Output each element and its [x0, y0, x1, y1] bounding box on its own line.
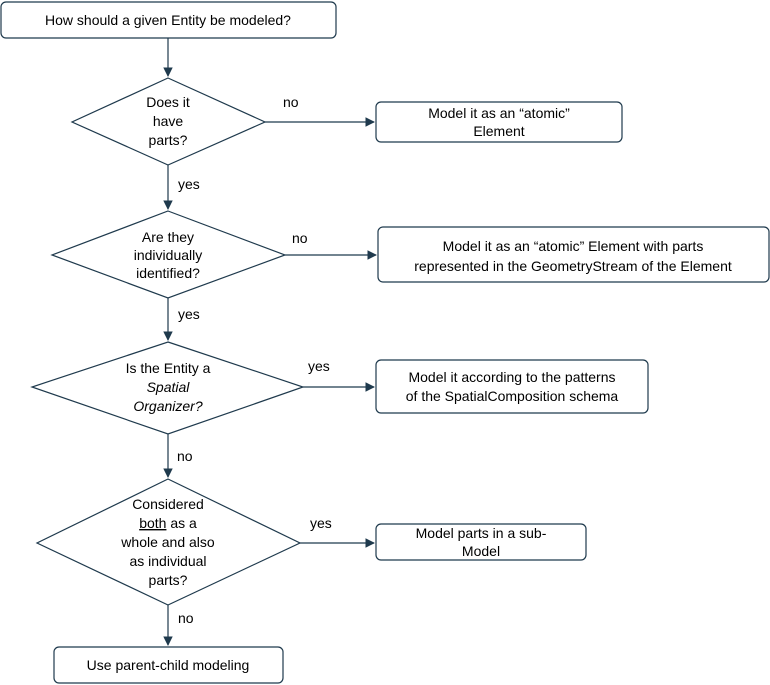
- outcome-sub-model: Model parts in a sub- Model: [375, 523, 587, 561]
- end-node: Use parent-child modeling: [53, 646, 284, 684]
- outcome-spatial-composition: Model it according to the patterns of th…: [375, 359, 649, 414]
- end-box: [53, 646, 284, 684]
- start-node: How should a given Entity be modeled?: [0, 1, 337, 39]
- edge-label-d1-no: no: [283, 94, 299, 110]
- edge-label-d2-yes: yes: [178, 306, 200, 322]
- decision-4-line-4: as individual: [129, 553, 206, 569]
- edge-label-d3-no: no: [177, 448, 193, 464]
- decision-3-line-1: Is the Entity a: [126, 360, 211, 376]
- outcome-3-line-1: Model it according to the patterns: [408, 369, 615, 385]
- end-label: Use parent-child modeling: [87, 657, 250, 673]
- decision-3-line-2: Spatial: [147, 379, 191, 395]
- decision-4-line-1: Considered: [132, 496, 204, 512]
- decision-1-line-3: parts?: [149, 132, 188, 148]
- outcome-box-4: [375, 523, 587, 561]
- decision-4-line-2: both as a: [139, 515, 197, 531]
- outcome-3-line-2: of the SpatialComposition schema: [406, 388, 619, 404]
- edge-label-d3-yes: yes: [308, 358, 330, 374]
- outcome-4-line-2: Model: [462, 543, 500, 559]
- decision-individually-identified: Are they individually identified?: [50, 210, 287, 299]
- decision-2-line-2: individually: [134, 247, 202, 263]
- outcome-2-line-2: represented in the GeometryStream of the…: [414, 258, 732, 274]
- decision-2-line-1: Are they: [142, 229, 194, 245]
- outcome-4-line-1: Model parts in a sub-: [416, 525, 547, 541]
- decision-4-line-3: whole and also: [120, 534, 215, 550]
- decision-3-line-3: Organizer?: [133, 398, 202, 414]
- edge-label-d4-no: no: [178, 610, 194, 626]
- start-label: How should a given Entity be modeled?: [45, 12, 291, 28]
- decision-whole-and-parts: Considered both as a whole and also as i…: [35, 478, 302, 606]
- outcome-1-line-1: Model it as an “atomic”: [428, 105, 570, 121]
- decision-1-line-1: Does it: [146, 94, 190, 110]
- outcome-atomic-element: Model it as an “atomic” Element: [375, 101, 623, 143]
- edge-label-d2-no: no: [292, 230, 308, 246]
- outcome-2-line-1: Model it as an “atomic” Element with par…: [443, 238, 704, 254]
- outcome-atomic-with-geometry: Model it as an “atomic” Element with par…: [377, 226, 770, 283]
- edge-label-d1-yes: yes: [178, 176, 200, 192]
- decision-has-parts: Does it have parts?: [70, 77, 267, 166]
- outcome-box-1: [375, 101, 623, 143]
- outcome-1-line-2: Element: [473, 123, 524, 139]
- outcome-box-3: [375, 359, 649, 414]
- decision-2-line-3: identified?: [136, 265, 200, 281]
- outcome-box-2: [377, 226, 770, 283]
- decision-1-line-2: have: [153, 113, 184, 129]
- edge-label-d4-yes: yes: [310, 515, 332, 531]
- decision-4-line-5: parts?: [149, 572, 188, 588]
- decision-spatial-organizer: Is the Entity a Spatial Organizer?: [30, 341, 305, 435]
